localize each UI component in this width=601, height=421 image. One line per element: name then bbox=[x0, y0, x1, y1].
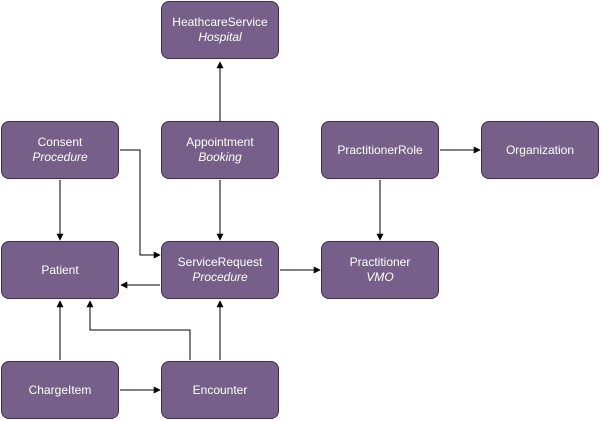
node-organization[interactable]: Organization bbox=[481, 121, 599, 179]
node-title: Appointment bbox=[186, 135, 254, 149]
node-title: Practitioner bbox=[349, 255, 411, 269]
node-subtitle: Procedure bbox=[192, 270, 248, 284]
node-practitioner-role[interactable]: PractitionerRole bbox=[321, 121, 439, 179]
node-healthcare-service[interactable]: HeathcareService Hospital bbox=[161, 1, 279, 59]
node-subtitle: Booking bbox=[198, 150, 242, 164]
node-patient[interactable]: Patient bbox=[1, 241, 119, 299]
node-subtitle: Procedure bbox=[32, 150, 88, 164]
node-title: ServiceRequest bbox=[177, 255, 263, 269]
node-subtitle: Hospital bbox=[198, 30, 242, 44]
node-charge-item[interactable]: ChargeItem bbox=[1, 361, 119, 419]
node-encounter[interactable]: Encounter bbox=[161, 361, 279, 419]
node-title: HeathcareService bbox=[172, 15, 268, 29]
node-subtitle: VMO bbox=[366, 270, 394, 284]
node-consent[interactable]: Consent Procedure bbox=[1, 121, 119, 179]
node-title: Consent bbox=[37, 135, 83, 149]
node-practitioner[interactable]: Practitioner VMO bbox=[321, 241, 439, 299]
node-title: Encounter bbox=[192, 382, 248, 397]
edge-encounter-to-patient bbox=[86, 300, 191, 360]
node-title: Patient bbox=[41, 262, 79, 277]
node-service-request[interactable]: ServiceRequest Procedure bbox=[161, 241, 279, 299]
node-title: ChargeItem bbox=[28, 382, 92, 397]
edge-consent-to-service-request bbox=[120, 149, 161, 259]
node-appointment[interactable]: Appointment Booking bbox=[161, 121, 279, 179]
node-title: Organization bbox=[505, 142, 575, 157]
node-title: PractitionerRole bbox=[337, 142, 423, 157]
